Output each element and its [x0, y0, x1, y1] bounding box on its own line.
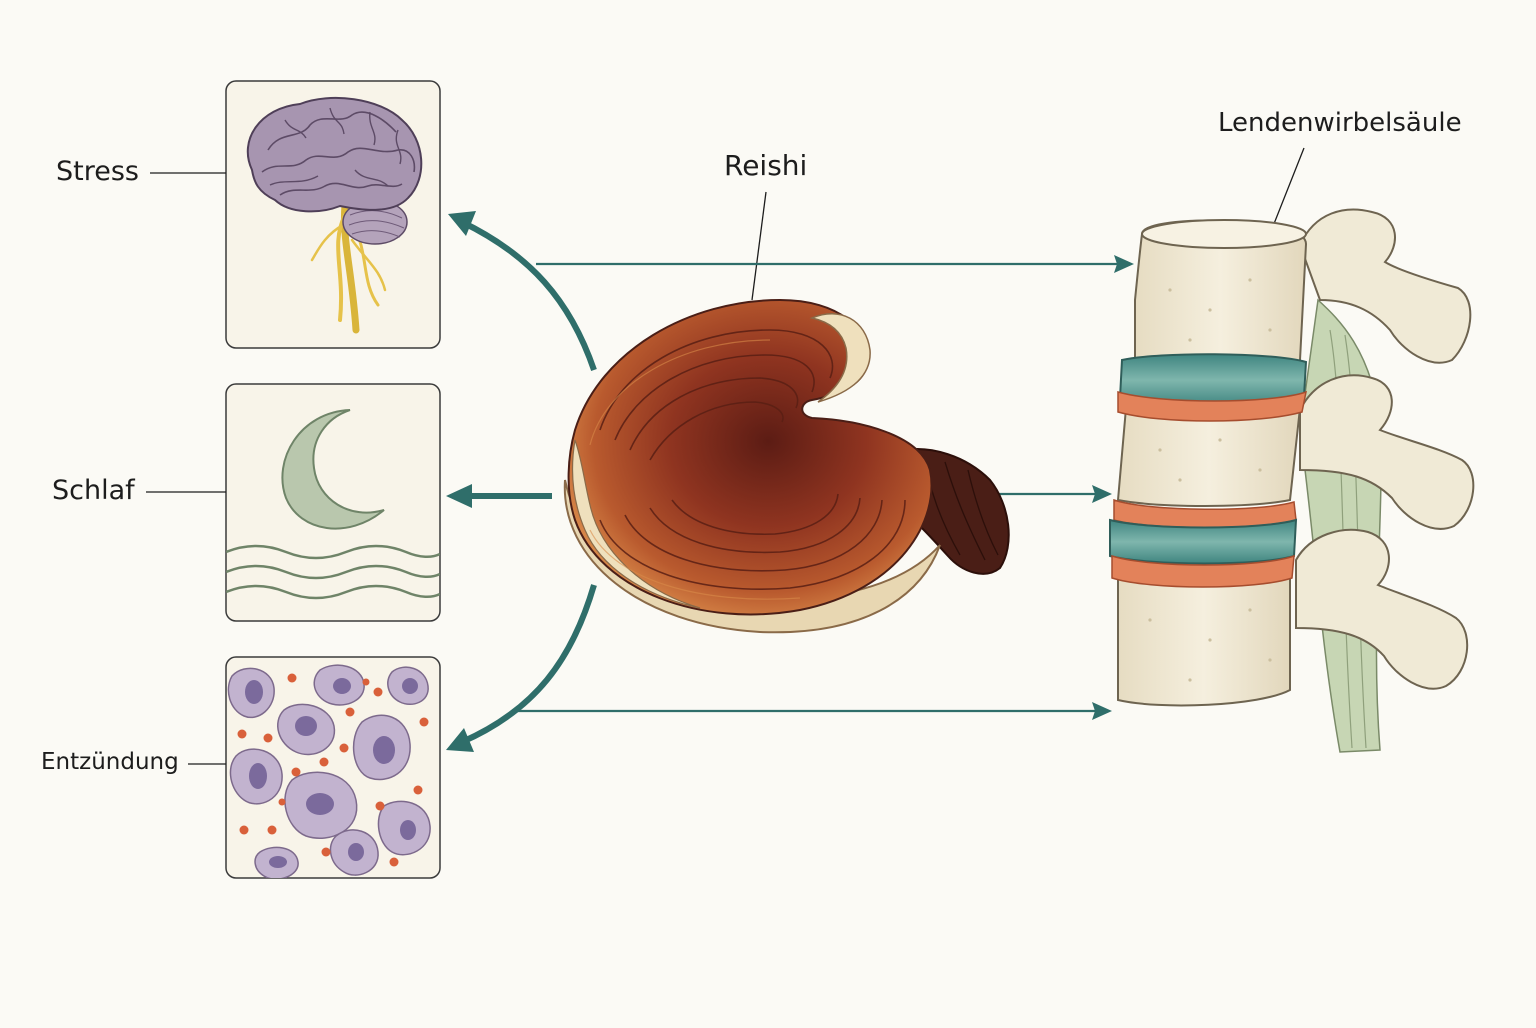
label-schlaf: Schlaf	[52, 475, 135, 506]
waves-icon	[226, 544, 440, 600]
label-reishi: Reishi	[724, 149, 808, 182]
inflamed-cells-icon	[227, 664, 431, 878]
reishi-mushroom	[563, 298, 1010, 634]
entzuendung-panel	[225, 656, 441, 879]
intervertebral-disc	[1109, 498, 1298, 588]
brain-icon	[246, 96, 423, 334]
schlaf-panel	[225, 383, 441, 622]
intervertebral-disc	[1117, 353, 1308, 422]
lumbar-spine	[1109, 208, 1475, 753]
label-lendenwirbelsaeule: Lendenwirbelsäule	[1218, 108, 1462, 138]
label-entzuendung: Entzündung	[41, 749, 179, 775]
label-stress: Stress	[56, 156, 139, 187]
arrow-to-stress	[448, 211, 597, 371]
moon-icon	[281, 409, 385, 530]
arrow-to-entzuendung	[446, 584, 597, 752]
arrow-to-schlaf	[446, 484, 552, 508]
stress-panel	[225, 80, 441, 349]
arrows-to-spine	[516, 262, 1120, 713]
